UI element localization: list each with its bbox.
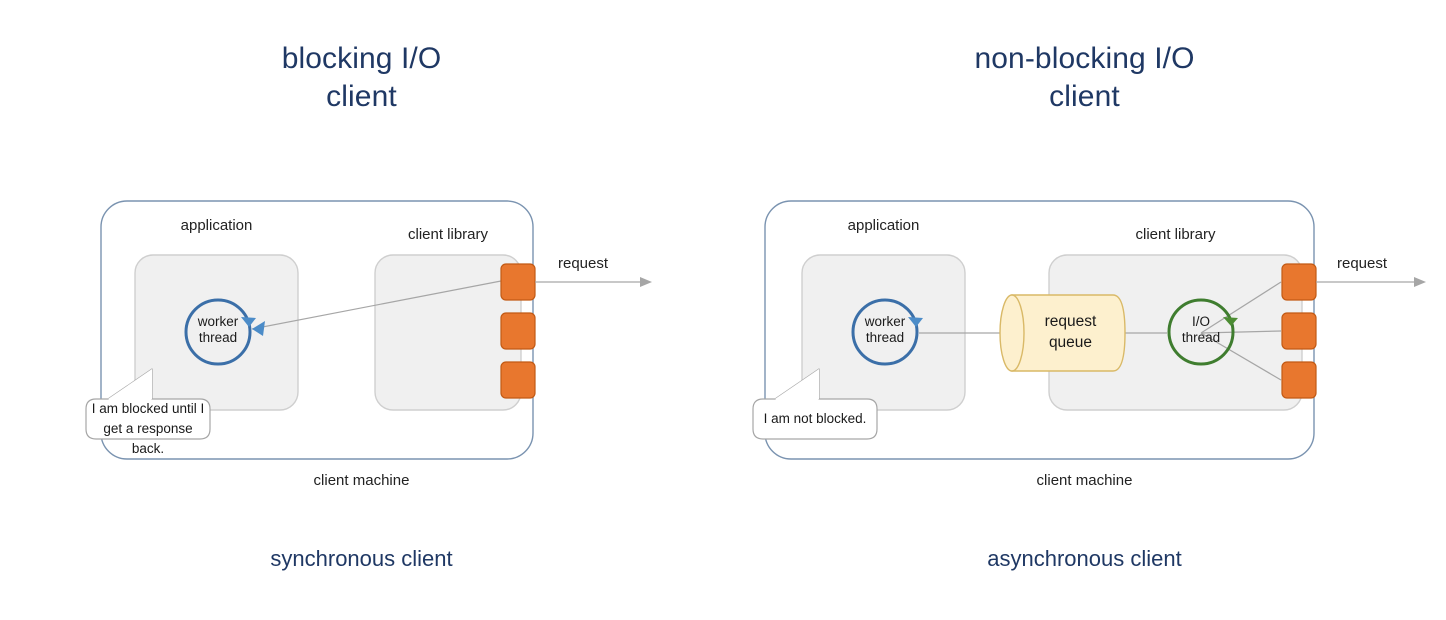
request-queue-cylinder xyxy=(999,294,1126,372)
socket-square xyxy=(1281,312,1317,350)
panel-non-blocking-io: non-blocking I/O client xyxy=(723,0,1446,620)
client-library-box xyxy=(374,254,522,411)
panel-title-blocking: blocking I/O client xyxy=(281,42,442,113)
callout-text: I am not blocked. xyxy=(763,411,867,426)
panel-caption-synchronous: synchronous client xyxy=(270,546,453,571)
io-thread-label: I/O thread xyxy=(1181,314,1221,345)
request-label: request xyxy=(558,255,609,272)
socket-square xyxy=(500,263,536,301)
socket-square xyxy=(500,361,536,399)
socket-to-worker-connector xyxy=(251,280,502,336)
client-machine-label: client machine xyxy=(1036,472,1133,489)
callout-bubble xyxy=(752,368,878,440)
request-arrow xyxy=(535,277,652,287)
panel-blocking-io: blocking I/O client xyxy=(85,42,652,571)
application-box xyxy=(134,254,299,411)
callout-bubble xyxy=(85,368,211,440)
socket-square xyxy=(1281,263,1317,301)
request-label: request xyxy=(1337,255,1388,272)
io-thread-fanout-connectors xyxy=(1200,281,1282,381)
client-library-label: client library xyxy=(407,226,489,243)
io-thread-circle xyxy=(1167,298,1238,366)
request-queue-label: request queue xyxy=(1044,313,1097,351)
diagram-canvas-right xyxy=(752,200,1426,460)
diagram-canvas-left xyxy=(85,200,652,460)
application-label: application xyxy=(180,217,253,234)
client-machine-label: client machine xyxy=(313,472,410,489)
application-label: application xyxy=(847,217,920,234)
worker-thread-circle xyxy=(184,298,256,366)
socket-square xyxy=(1281,361,1317,399)
client-library-label: client library xyxy=(1135,226,1216,243)
worker-thread-label: worker thread xyxy=(197,314,239,345)
worker-thread-label: worker thread xyxy=(864,314,906,345)
panel-title-non-blocking: non-blocking I/O client xyxy=(974,42,1195,113)
callout-text: I am blocked until I get a response back… xyxy=(91,401,205,456)
panel-caption-asynchronous: asynchronous client xyxy=(987,546,1182,571)
request-arrow xyxy=(1316,277,1426,287)
worker-thread-circle xyxy=(851,298,923,366)
socket-square xyxy=(500,312,536,350)
